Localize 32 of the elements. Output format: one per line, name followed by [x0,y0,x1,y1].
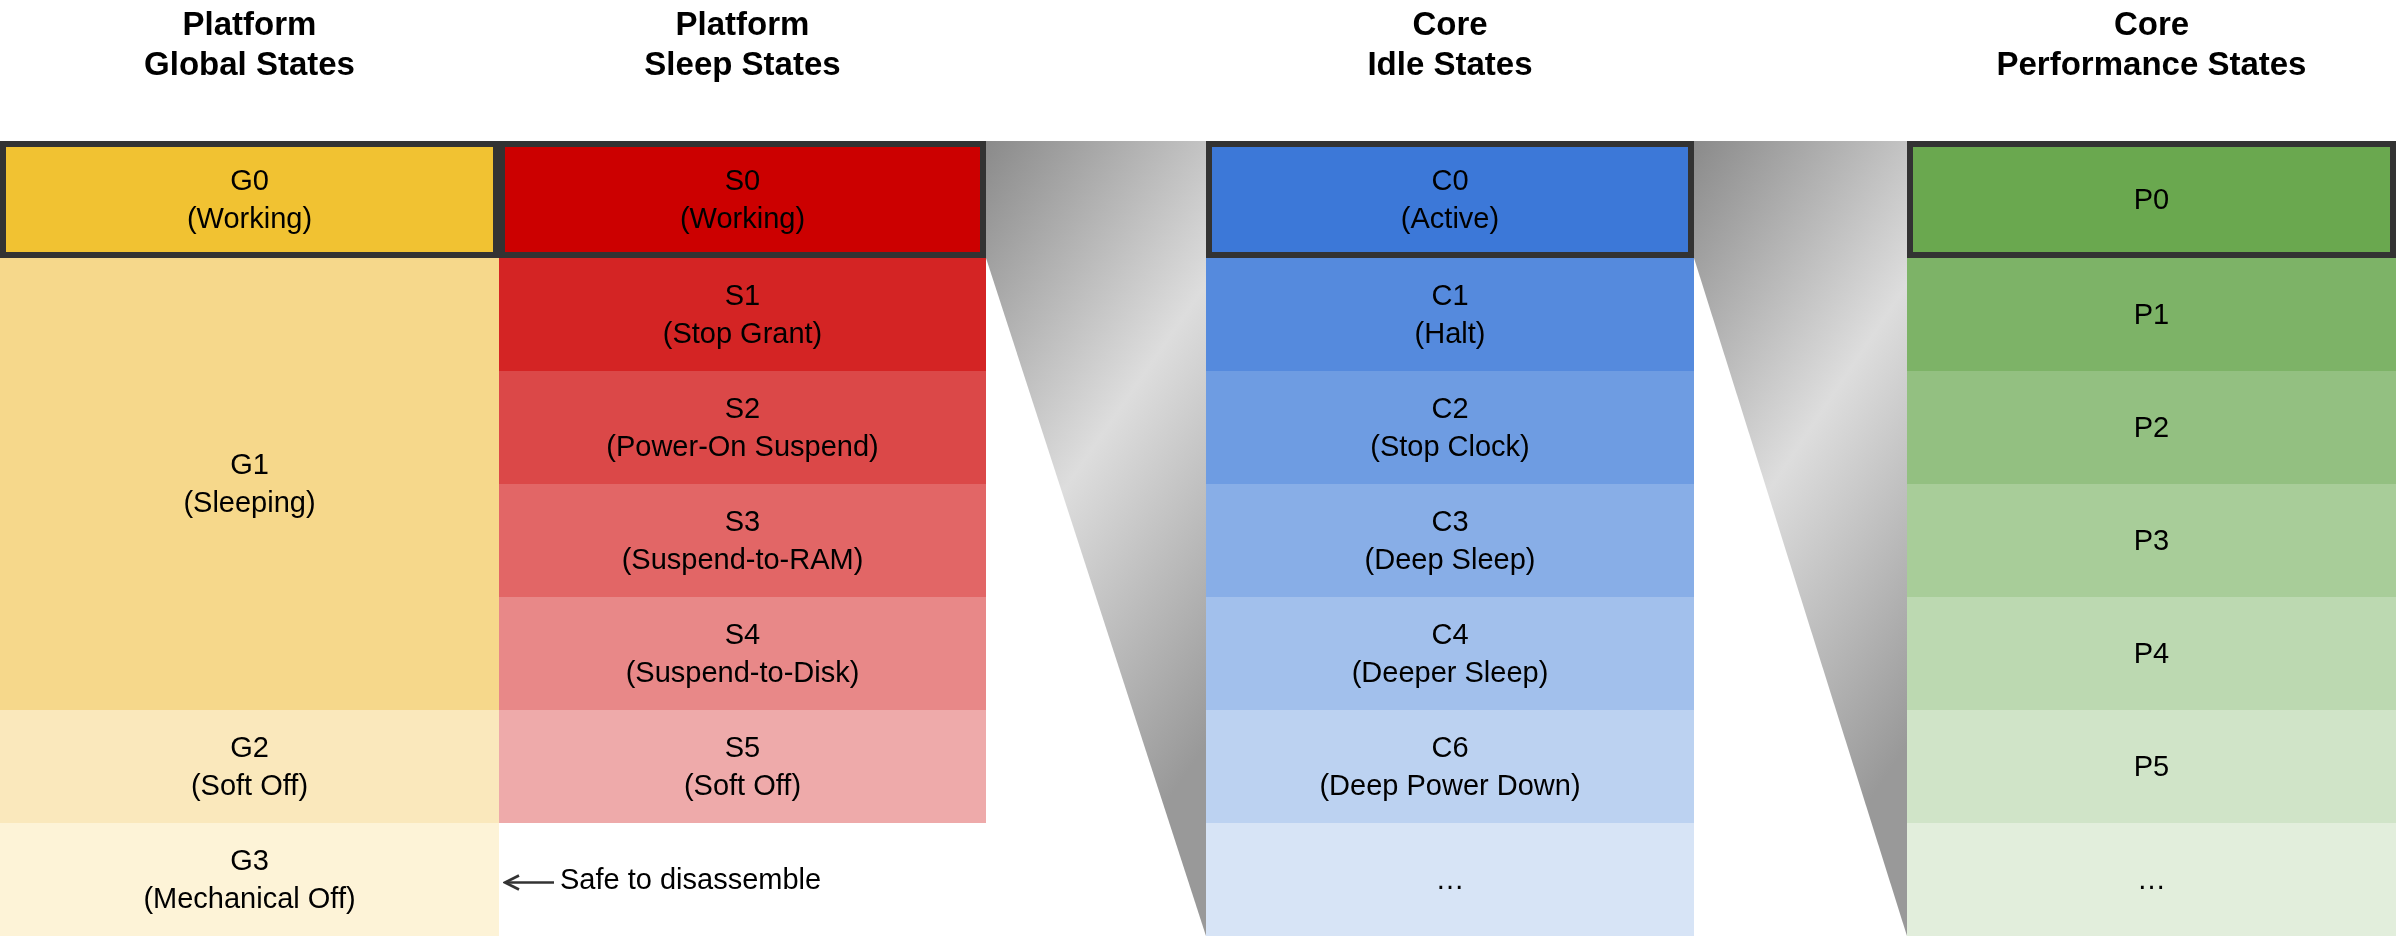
state-cell: S4 (Suspend-to-Disk) [499,597,986,710]
state-cell: P5 [1907,710,2396,823]
state-cell: G3 (Mechanical Off) [0,823,499,936]
state-cell: C1 (Halt) [1206,258,1694,371]
state-cell: P0 [1907,141,2396,258]
state-cell: P3 [1907,484,2396,597]
state-cell: P4 [1907,597,2396,710]
state-cell: S0 (Working) [499,141,986,258]
zoom-wedge [986,141,1206,936]
state-cell: C4 (Deeper Sleep) [1206,597,1694,710]
arrow [503,874,554,891]
state-cell: … [1206,823,1694,936]
state-cell: P2 [1907,371,2396,484]
column-heading: Core Idle States [1366,4,1534,84]
state-cell: C3 (Deep Sleep) [1206,484,1694,597]
state-cell: … [1907,823,2396,936]
state-cell: G2 (Soft Off) [0,710,499,823]
state-cell: P1 [1907,258,2396,371]
note-text: Safe to disassemble [560,850,970,910]
column-heading: Platform Sleep States [643,4,842,84]
state-cell: C6 (Deep Power Down) [1206,710,1694,823]
column-heading: Core Performance States [1995,4,2308,84]
zoom-wedge [1694,141,1907,936]
state-cell: G1 (Sleeping) [0,258,499,710]
state-cell: C2 (Stop Clock) [1206,371,1694,484]
state-cell: S2 (Power-On Suspend) [499,371,986,484]
state-cell: S5 (Soft Off) [499,710,986,823]
state-cell: S3 (Suspend-to-RAM) [499,484,986,597]
state-cell: C0 (Active) [1206,141,1694,258]
state-cell: G0 (Working) [0,141,499,258]
state-cell: S1 (Stop Grant) [499,258,986,371]
column-heading: Platform Global States [143,4,356,84]
